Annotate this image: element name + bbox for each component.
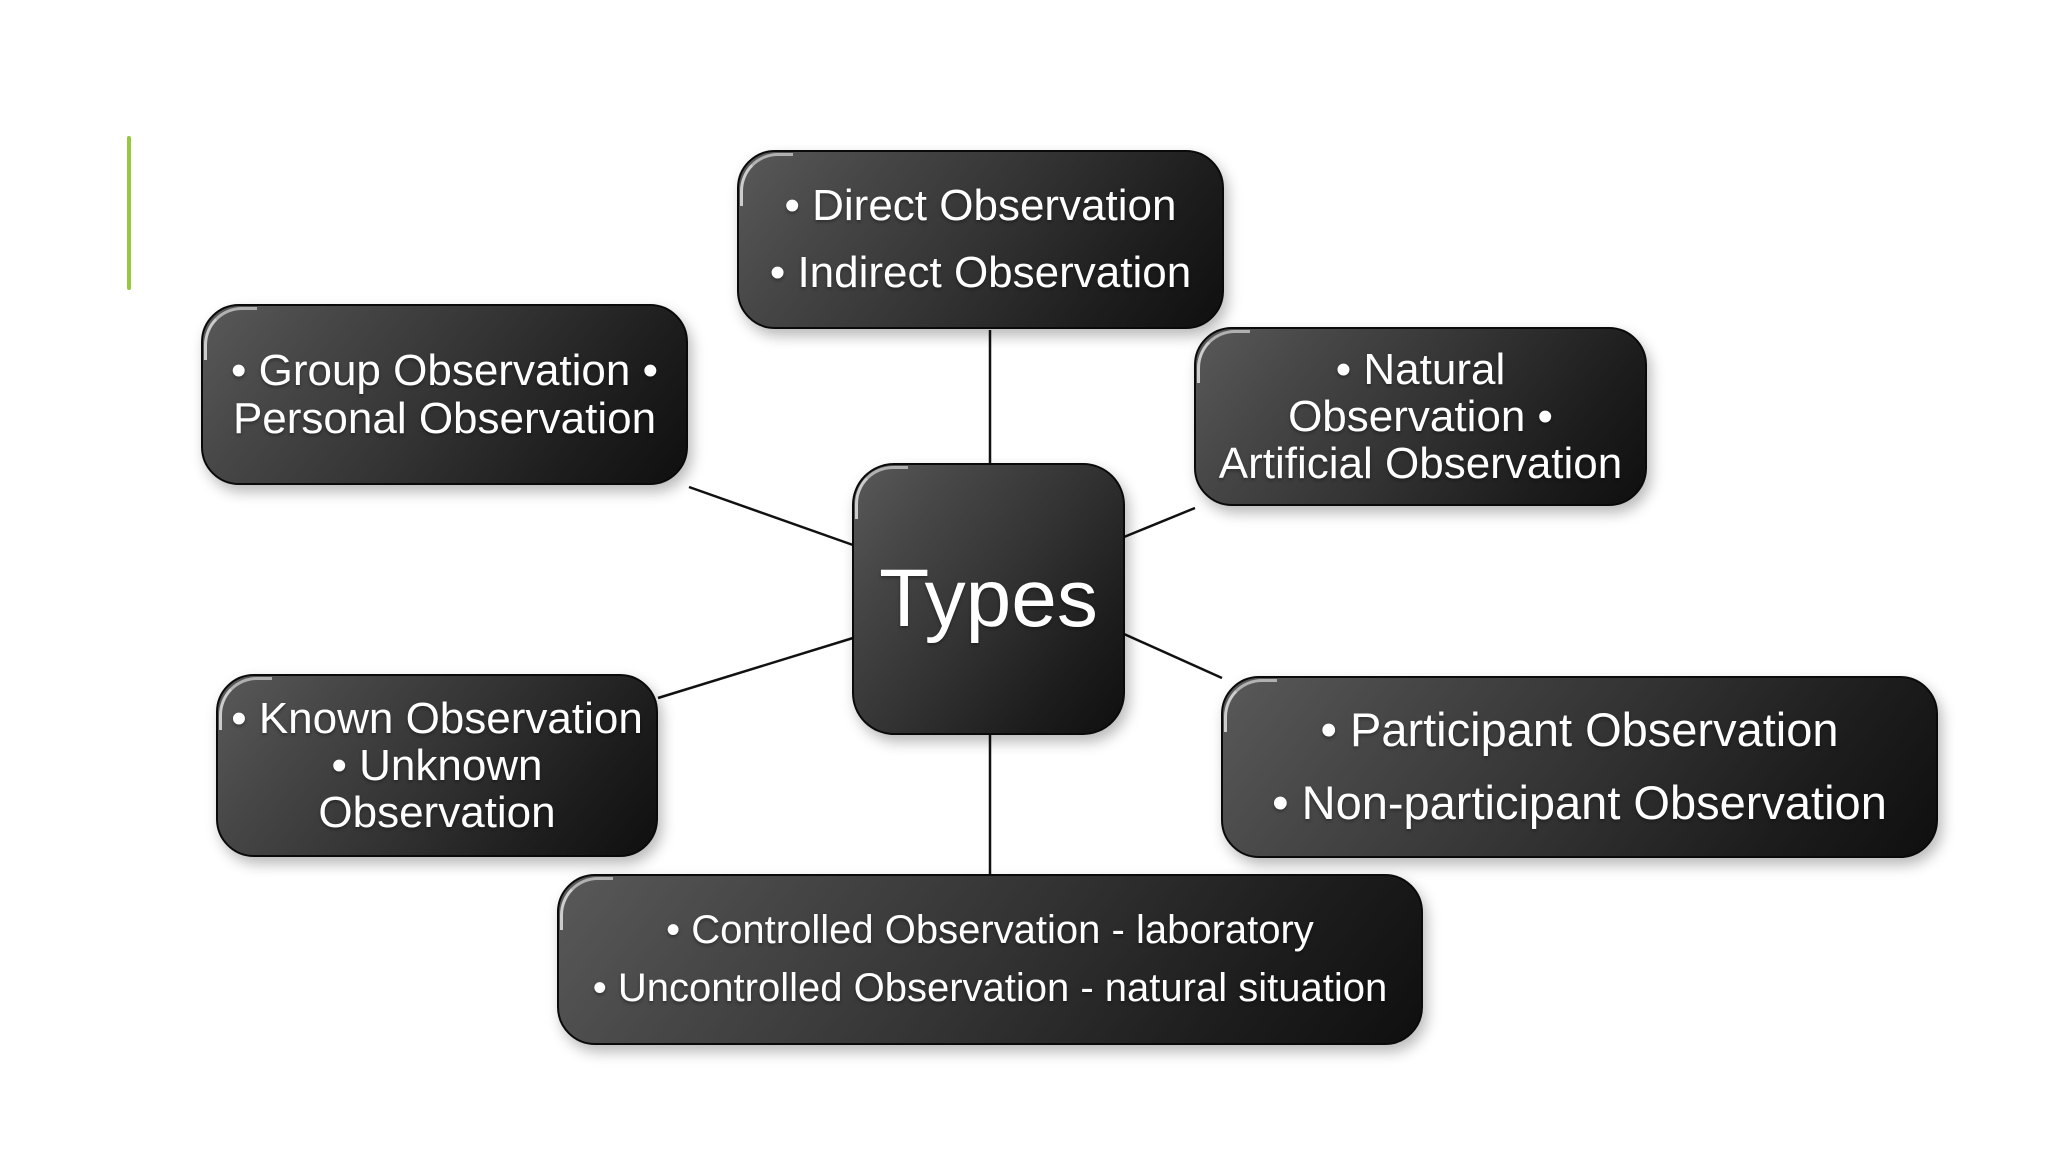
node-line: • Direct Observation (784, 180, 1177, 230)
node-types-center: Types (852, 463, 1125, 735)
node-line: • Natural (1335, 344, 1506, 394)
connector-bottom-left (657, 636, 854, 700)
center-title: Types (879, 552, 1098, 644)
connector-bottom-right (1123, 632, 1223, 680)
node-line: • Non-participant Observation (1272, 776, 1887, 829)
node-direct-indirect-observation: • Direct Observation • Indirect Observat… (737, 150, 1224, 329)
connector-top-left (688, 485, 854, 547)
node-known-unknown-observation: • Known Observation • Unknown Observatio… (216, 674, 658, 857)
node-line: • Controlled Observation - laboratory (666, 907, 1314, 952)
node-line: • Unknown (331, 740, 543, 790)
node-participant-nonparticipant-observation: • Participant Observation • Non-particip… (1221, 676, 1938, 858)
node-line: Observation (318, 788, 556, 838)
node-line: Artificial Observation (1218, 439, 1623, 489)
node-line: Personal Observation (232, 393, 657, 443)
node-line: • Participant Observation (1320, 703, 1839, 757)
node-line: • Indirect Observation (769, 247, 1192, 297)
node-natural-artificial-observation: • Natural Observation • Artificial Obser… (1194, 327, 1647, 506)
node-controlled-uncontrolled-observation: • Controlled Observation - laboratory • … (557, 874, 1423, 1045)
node-line: • Uncontrolled Observation - natural sit… (592, 965, 1388, 1010)
green-accent-line (127, 136, 131, 290)
node-line: • Known Observation (231, 693, 643, 743)
node-line: • Group Observation • (230, 346, 658, 396)
node-line: Observation • (1288, 391, 1553, 441)
node-group-personal-observation: • Group Observation • Personal Observati… (201, 304, 688, 485)
connector-top-right (1123, 506, 1196, 539)
